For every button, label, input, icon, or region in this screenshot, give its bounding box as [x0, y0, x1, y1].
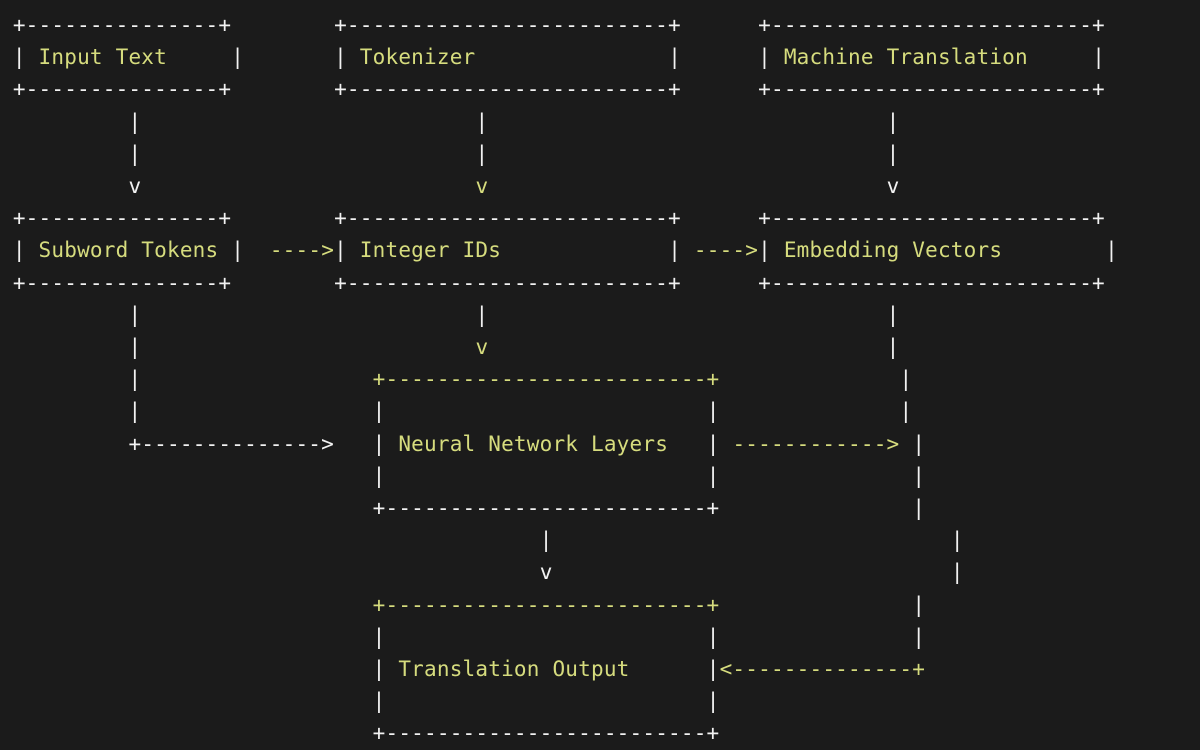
ascii-segment: +-------------------------+: [334, 206, 681, 231]
ascii-segment: |: [706, 657, 720, 681]
ascii-segment: |: [231, 45, 245, 70]
ascii-segment: +---------------+: [12, 206, 232, 231]
ascii-segment: |: [1105, 238, 1118, 263]
ascii-segment: |: [12, 238, 26, 263]
ascii-segment: +-------------------------+: [758, 270, 1105, 295]
ascii-segment: Integer IDs: [359, 238, 502, 263]
ascii-segment: |: [372, 431, 386, 456]
ascii-segment: ------------>: [732, 431, 900, 456]
ascii-segment: |: [128, 141, 142, 166]
ascii-segment: Tokenizer: [359, 45, 476, 70]
ascii-segment: |: [1092, 45, 1106, 70]
ascii-segment: |: [912, 496, 926, 520]
ascii-segment: |: [128, 302, 142, 327]
ascii-segment: |: [758, 45, 771, 70]
ascii-segment: |: [950, 560, 964, 585]
ascii-segment: |: [886, 302, 900, 327]
ascii-segment: |: [334, 45, 347, 70]
ascii-segment: +-------------------------+: [372, 496, 720, 520]
ascii-segment: +-------------->: [128, 431, 334, 456]
ascii-segment: |: [334, 238, 347, 263]
ascii-segment: Machine Translation: [783, 45, 1028, 70]
ascii-segment: |: [372, 624, 386, 649]
ascii-segment: |: [706, 463, 720, 488]
ascii-segment: |: [128, 367, 142, 392]
ascii-segment: v: [475, 174, 489, 198]
ascii-segment: +---------------+: [12, 77, 232, 102]
ascii-segment: Neural Network Layers: [398, 431, 669, 456]
ascii-segment: |: [899, 367, 913, 392]
ascii-segment: v: [128, 174, 142, 198]
ascii-segment: +-------------------------+: [334, 13, 681, 37]
ascii-segment: |: [912, 463, 926, 488]
ascii-segment: +---------------+: [12, 270, 232, 295]
ascii-segment: Translation Output: [398, 657, 630, 681]
ascii-segment: Embedding Vectors: [783, 238, 1003, 263]
ascii-segment: |: [899, 399, 913, 424]
ascii-segment: |: [12, 45, 26, 70]
ascii-segment: +-------------------------+: [334, 77, 681, 102]
ascii-segment: +-------------------------+: [372, 367, 720, 392]
ascii-segment: +-------------------------+: [758, 13, 1105, 37]
ascii-segment: |: [475, 302, 489, 327]
ascii-segment: <--------------+: [719, 657, 926, 681]
ascii-segment: |: [912, 431, 926, 456]
ascii-segment: |: [372, 689, 386, 714]
ascii-segment: |: [128, 399, 142, 424]
ascii-segment: |: [706, 689, 720, 714]
ascii-segment: |: [539, 528, 553, 553]
ascii-segment: |: [372, 399, 386, 424]
ascii-segment: |: [886, 109, 900, 134]
ascii-segment: ---->: [693, 238, 759, 263]
ascii-segment: |: [372, 463, 386, 488]
ascii-segment: |: [668, 45, 682, 70]
ascii-segment: v: [886, 174, 900, 198]
ascii-segment: |: [912, 624, 926, 649]
ascii-segment: |: [886, 141, 900, 166]
ascii-segment: |: [475, 109, 489, 134]
ascii-segment: ---->: [269, 238, 335, 263]
ascii-segment: |: [912, 592, 926, 617]
ascii-segment: v: [475, 335, 489, 359]
ascii-segment: |: [372, 657, 386, 681]
ascii-segment: |: [128, 109, 142, 134]
ascii-segment: |: [706, 624, 720, 649]
ascii-segment: Input Text: [38, 45, 167, 70]
ascii-segment: |: [231, 238, 245, 263]
ascii-segment: +-------------------------+: [372, 721, 720, 746]
ascii-segment: +-------------------------+: [372, 592, 720, 617]
ascii-segment: |: [706, 431, 720, 456]
ascii-segment: v: [539, 560, 553, 585]
ascii-segment: |: [668, 238, 682, 263]
ascii-segment: |: [886, 335, 900, 359]
ascii-segment: Subword Tokens: [38, 238, 219, 263]
ascii-segment: |: [475, 141, 489, 166]
ascii-segment: +-------------------------+: [334, 270, 681, 295]
ascii-segment: |: [950, 528, 964, 553]
ascii-segment: +-------------------------+: [758, 206, 1105, 231]
ascii-segment: +-------------------------+: [758, 77, 1105, 102]
ascii-segment: |: [706, 399, 720, 424]
ascii-segment: +---------------+: [12, 13, 232, 37]
ascii-segment: |: [758, 238, 771, 263]
ascii-segment: |: [128, 335, 142, 359]
